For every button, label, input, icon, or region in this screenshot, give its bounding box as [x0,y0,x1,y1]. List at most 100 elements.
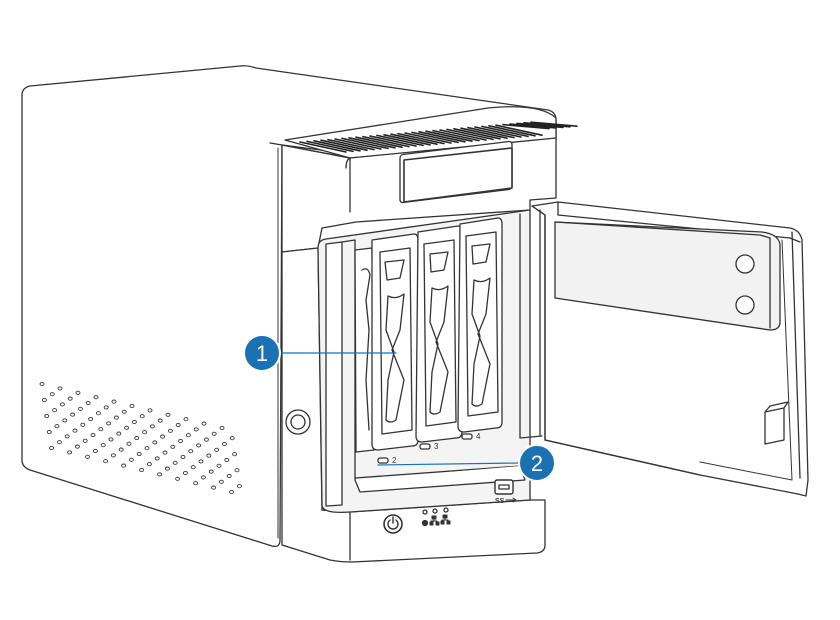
vent-hole [134,435,140,441]
vent-hole [221,441,227,447]
vent-slat [362,135,410,148]
vent-hole [46,429,52,435]
bay-label-4: 4 [476,432,481,441]
vent-hole [198,459,204,464]
vent-hole [113,415,119,420]
vent-slat [348,137,396,149]
front-upper-panel [281,137,557,253]
vent-hole [126,441,132,446]
status-led-3 [443,507,449,513]
vent-slat [425,130,473,142]
vent-slat [397,132,445,145]
vent-hole [64,434,70,439]
bay-led-4 [461,433,473,440]
vent-hole [57,386,63,391]
vent-hole [100,443,106,448]
vent-hole [52,408,58,413]
vent-hole [183,417,189,422]
vent-slat [383,134,431,146]
vent-hole [149,424,155,429]
vent-hole [62,418,68,423]
vent-hole [41,397,47,403]
vent-hole [139,467,145,473]
callout-2-leader [377,462,521,466]
vent-hole [80,422,86,427]
vent-slat [474,126,522,138]
vent-hole [234,468,240,473]
vent-hole [142,430,148,435]
vent-slat [299,141,347,153]
vent-hole [157,418,163,423]
vent-slat [369,135,417,147]
vent-slat [481,125,529,138]
vent-slat [376,134,424,147]
vent-hole [226,473,232,479]
bay-led-2 [377,457,389,464]
vent-hole [232,452,238,457]
usb-port [494,479,514,495]
vent-slat [509,123,557,129]
door-mounting-plate [554,221,781,331]
status-led-1 [422,509,428,515]
vent-hole [172,460,178,465]
vent-hole [216,463,222,468]
vent-slat [418,131,466,143]
vent-hole [185,433,191,438]
vent-slat [411,131,459,144]
vent-slat [432,129,480,142]
vent-hole [180,454,186,460]
vent-slat [390,133,438,145]
vent-hole [139,414,145,419]
vent-slat [467,126,515,139]
front-door-open [531,201,809,497]
vent-hole [93,395,99,400]
vent-hole [167,428,173,433]
vent-hole [170,444,176,449]
callout-2-number: 2 [531,451,543,476]
status-led-2 [432,508,438,514]
vent-hole [67,396,73,401]
vent-hole [164,466,170,471]
vent-hole [229,489,235,495]
vent-hole [103,405,109,410]
vent-hole [196,443,202,448]
vent-slat [341,137,389,150]
vent-hole [95,411,101,416]
bay-led-3 [419,443,431,450]
vent-hole [121,463,127,468]
vent-hole [118,447,124,452]
vent-hole [44,413,50,419]
vent-hole [136,451,142,457]
vent-hole [162,450,168,455]
vent-hole [85,454,91,459]
vent-slat [306,140,354,153]
vent-hole [85,400,91,406]
vent-hole [178,438,184,444]
network-icon-1 [429,515,440,526]
vent-hole [110,453,116,458]
vent-slat [516,122,564,129]
vent-hole [206,453,212,458]
vent-slat [313,140,361,152]
callout-1-number: 1 [256,341,268,366]
vent-hole [214,447,220,452]
vent-hole [203,437,209,442]
vent-hole [54,424,60,429]
vent-hole [124,425,130,430]
vent-slat [446,128,494,141]
vent-hole [160,434,166,439]
front-controls: SS [383,479,517,534]
vent-hole [193,481,199,486]
vent-slat [327,138,375,151]
vent-hole [49,392,55,397]
vent-slat [355,136,403,148]
vent-hole [211,431,217,436]
vent-hole [103,459,109,464]
side-round-button [285,409,311,435]
vent-hole [219,425,225,431]
vent-hole [82,438,88,443]
vent-hole [131,419,137,425]
power-button [383,514,403,534]
usb-superspeed-label: SS [495,498,505,505]
